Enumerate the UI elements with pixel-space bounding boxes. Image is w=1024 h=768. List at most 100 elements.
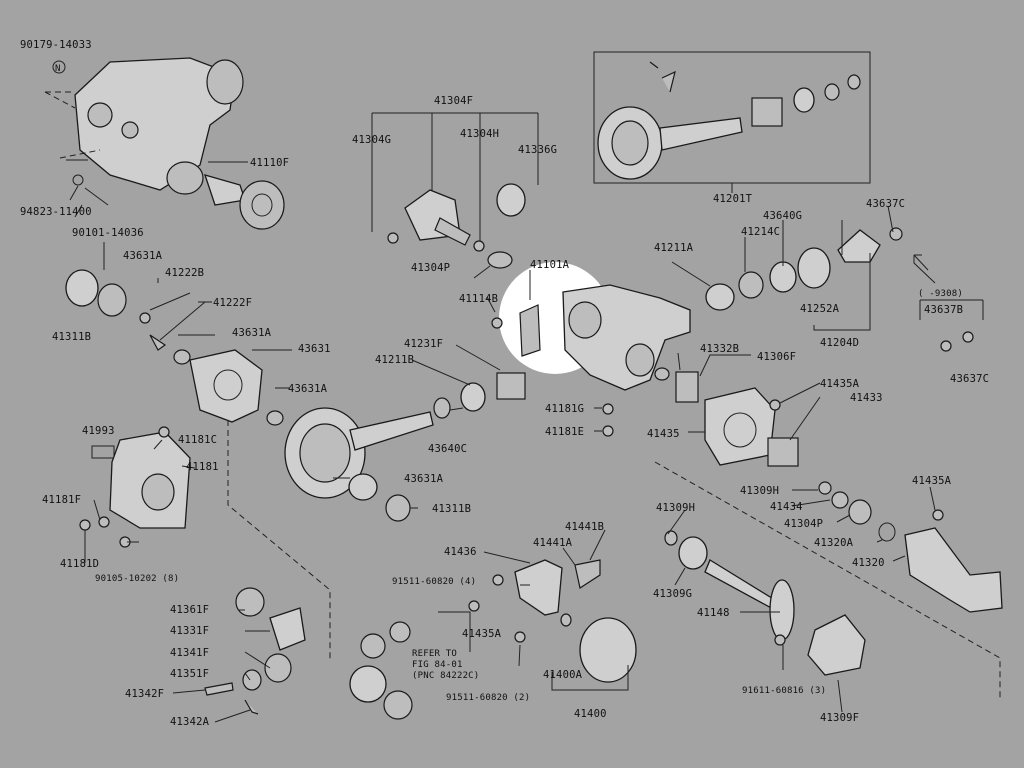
differential-case [173,349,284,426]
callout: 41311B [52,331,91,343]
callout: 41342A [170,716,210,728]
callout: 43631A [123,250,163,262]
callout: 43640C [428,443,467,455]
pinion-area [602,367,799,467]
callout: 41304P [411,262,450,274]
callout: 41441A [533,537,573,549]
callout: 41204D [820,337,859,349]
callout: 41231F [404,338,443,350]
callout: 41214C [741,226,780,238]
callout: FIG 84-01 [412,660,463,670]
dash-right [654,461,1001,700]
callout: 41336G [518,144,557,156]
callout: 94823-11400 [20,206,92,218]
callout: 41252A [800,303,840,315]
callout: 41114B [459,293,498,305]
callout: 41435A [462,628,502,640]
callout: 43637C [866,198,905,210]
callout-labels: 90179-14033 N 94823-11400 90101-14036 41… [20,39,989,728]
callout: 91511-60820 (2) [446,693,530,703]
callout: 41320A [814,537,854,549]
callout: 41309F [820,712,859,724]
callout: (PNC 84222C) [412,671,479,681]
callout: 90101-14036 [72,227,144,239]
callout: 41181E [545,426,584,438]
callout: 41211A [654,242,694,254]
callout: 41211B [375,354,414,366]
callout: 90105-10202 (8) [95,574,179,584]
callout: 41181C [178,434,217,446]
callout: 43640G [763,210,802,222]
side-bearing-group [705,227,936,331]
callout: 91511-60820 (4) [392,577,476,587]
callout: 41181D [60,558,99,570]
callout: 41435A [820,378,860,390]
callout: 41993 [82,425,115,437]
leader-lines [69,161,936,723]
callout: 41309H [740,485,779,497]
callout: 43637C [950,373,989,385]
label-plate-41993 [91,445,115,459]
callout: ( -9308) [918,289,963,299]
callout: 41304F [434,95,473,107]
callout: 41435 [647,428,680,440]
callout: 43631 [298,343,331,355]
callout: 41309G [653,588,692,600]
callout: 41341F [170,647,209,659]
arrow-icon [913,254,936,284]
callout: 41110F [250,157,289,169]
nut-43637B [940,340,952,352]
callout: 41222F [213,297,252,309]
callout: 41222B [165,267,204,279]
left-bearing-group [65,269,206,351]
lower-mid-group [438,559,637,683]
callout: 41332B [700,343,739,355]
ring-gear-group [284,372,526,522]
callout: 41181 [186,461,219,473]
axle-shaft-group [664,481,896,676]
callout: 41201T [713,193,753,205]
callout: 43631A [288,383,328,395]
callout: 41304H [460,128,499,140]
axle-tube-41320 [904,509,1003,613]
callout: N [55,64,61,74]
callout: 41304G [352,134,391,146]
ring-pinion-kit [597,61,861,180]
callout: 41304P [784,518,823,530]
dash-left [227,420,331,660]
callout: 41441B [565,521,604,533]
spider-gear-group [204,587,306,715]
callout: 41309H [656,502,695,514]
callout: 41181F [42,494,81,506]
bolt-90101 [84,187,109,206]
callout: 43631A [232,327,272,339]
callout: 41306F [757,351,796,363]
callout: 41320 [852,557,885,569]
washer-94823 [72,174,84,186]
callout: 43631A [404,473,444,485]
callout: 41400A [543,669,583,681]
callout: 91611-60816 (3) [742,686,826,696]
callout: 41436 [444,546,477,558]
callout: 90179-14033 [20,39,92,51]
callout: REFER TO [412,649,457,659]
callout: 41342F [125,688,164,700]
callout: 41101A [530,259,570,271]
washer-symbol [52,60,66,74]
inner-gear-group [349,621,413,720]
callout: 41433 [850,392,883,404]
callout: 41331F [170,625,209,637]
callout: 41400 [574,708,607,720]
callout: 41181G [545,403,584,415]
carrier-assembly-41110F [44,57,285,230]
callout: 41351F [170,668,209,680]
callout: 41435A [912,475,952,487]
callout: 41434 [770,501,803,513]
callout: 41311B [432,503,471,515]
axle-housing-41101A [491,284,691,391]
bracket-41181 [79,426,191,548]
nut-43637C [962,331,974,343]
callout: 41148 [697,607,730,619]
callout: 41361F [170,604,209,616]
